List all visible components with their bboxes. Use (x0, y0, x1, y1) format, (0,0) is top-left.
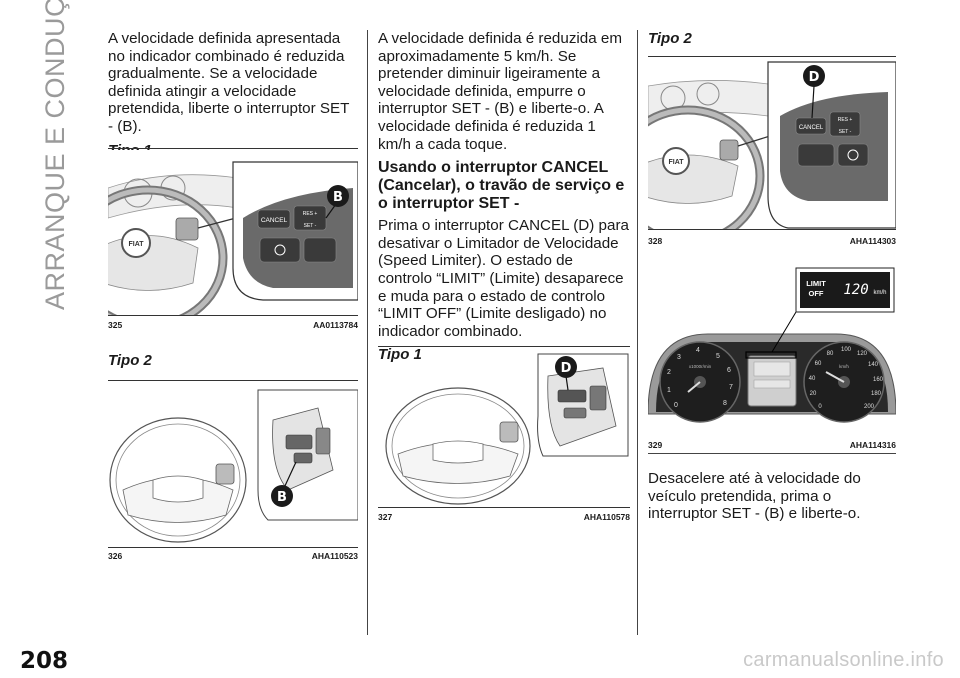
tacho-tick: 2 (667, 369, 671, 376)
set-label: SET - (304, 223, 317, 229)
figure-heading: Tipo 2 (648, 30, 692, 47)
column-2: A velocidade definida é reduzida em apro… (378, 30, 630, 367)
tacho-tick: 5 (716, 353, 720, 360)
badge-d: D (809, 70, 820, 85)
figure-329: 0 1 2 3 4 5 6 7 8 x1000r/min 0 20 40 60 … (648, 264, 896, 436)
paragraph: Prima o interruptor CANCEL (D) para desa… (378, 217, 629, 340)
speedo-tick: 120 (857, 351, 868, 357)
tacho-tick: 3 (677, 354, 681, 361)
figure-heading: Tipo 2 (108, 352, 152, 369)
tacho-tick: 4 (696, 347, 700, 354)
tacho-tick: 1 (667, 387, 671, 394)
steering-wheel-illustration: FIAT CANCEL RES + SET - D (648, 61, 896, 230)
limit-off-line2: OFF (809, 289, 824, 298)
figure-328: FIAT CANCEL RES + SET - D (648, 56, 896, 230)
steering-wheel-illustration: D (385, 353, 629, 505)
section-title: ARRANQUE E CONDUÇÃO (40, 0, 70, 310)
figure-327: D (378, 346, 630, 508)
column-divider (367, 30, 368, 635)
res-label: RES + (838, 117, 853, 123)
brand-logo-text: FIAT (668, 159, 684, 166)
speedo-tick: 60 (815, 361, 822, 367)
instrument-cluster-illustration: 0 1 2 3 4 5 6 7 8 x1000r/min 0 20 40 60 … (648, 267, 896, 423)
figure-bottom-rule (108, 547, 358, 548)
figure-326: B (108, 380, 358, 548)
figure-top-rule (108, 148, 358, 149)
brand-logo-text: FIAT (128, 241, 144, 248)
figure-325: FIAT CANCEL RES + SET - B (108, 148, 358, 316)
badge-b: B (277, 490, 287, 505)
tacho-tick: 6 (727, 367, 731, 374)
badge-b: B (333, 190, 343, 205)
speedo-tick: 20 (810, 391, 817, 397)
res-label: RES + (303, 211, 318, 217)
speedo-tick: 0 (818, 404, 822, 410)
figure-code: AHA114303 (849, 236, 896, 246)
figure-top-rule (108, 380, 358, 381)
cancel-label: CANCEL (261, 217, 288, 224)
speedo-tick: 160 (873, 377, 884, 383)
tacho-tick: 0 (674, 402, 678, 409)
figure-bottom-rule (648, 453, 896, 454)
figure-number: 328 (648, 236, 663, 246)
figure-caption: 328 AHA114303 (648, 236, 896, 248)
figure-bottom-rule (648, 229, 896, 230)
figure-caption: 327 AHA110578 (378, 512, 630, 524)
speedo-tick: 100 (841, 347, 852, 353)
paragraph: A velocidade definida é reduzida em apro… (378, 30, 623, 153)
figure-top-rule (378, 346, 630, 347)
page-number: 208 (20, 648, 69, 674)
limit-unit: km/h (873, 290, 886, 296)
watermark: carmanualsonline.info (743, 649, 944, 671)
figure-caption: 329 AHA114316 (648, 440, 896, 452)
kmh-label: km/h (839, 364, 849, 369)
figure-number: 326 (108, 551, 123, 561)
speedo-tick: 180 (871, 391, 882, 397)
steering-wheel-illustration: B (109, 389, 358, 543)
cancel-label: CANCEL (799, 125, 824, 131)
figure-bottom-rule (108, 315, 358, 316)
speedo-tick: 80 (827, 351, 834, 357)
figure-code: AHA110578 (583, 512, 630, 522)
set-label: SET - (839, 129, 852, 135)
column-1: A velocidade definida apresentada no ind… (108, 30, 358, 163)
column-divider (637, 30, 638, 635)
badge-d: D (561, 361, 572, 376)
figure-number: 325 (108, 320, 123, 330)
figure-code: AA0113784 (313, 320, 358, 330)
figure-number: 329 (648, 440, 663, 450)
figure-caption: 326 AHA110523 (108, 551, 358, 563)
tacho-tick: 8 (723, 400, 727, 407)
figure-code: AHA114316 (849, 440, 896, 450)
speedo-tick: 200 (864, 404, 875, 410)
steering-wheel-illustration: FIAT CANCEL RES + SET - B (108, 150, 358, 316)
speedo-tick: 140 (868, 362, 879, 368)
rpm-label: x1000r/min (689, 364, 712, 369)
figure-heading: Tipo 1 (378, 346, 422, 364)
tacho-tick: 7 (729, 384, 733, 391)
limit-speed-readout: 120 (843, 282, 868, 298)
figure-code: AHA110523 (311, 551, 358, 561)
figure-caption: 325 AA0113784 (108, 320, 358, 332)
speedo-tick: 40 (809, 376, 816, 382)
figure-top-rule (648, 56, 896, 57)
paragraph: A velocidade definida apresentada no ind… (108, 30, 350, 135)
section-heading: Usando o interruptor CANCEL (Cancelar), … (378, 159, 625, 213)
figure-number: 327 (378, 512, 393, 522)
paragraph: Desacelere até à velocidade do veículo p… (648, 470, 861, 523)
limit-off-line1: LIMIT (806, 279, 826, 288)
figure-bottom-rule (378, 507, 630, 508)
